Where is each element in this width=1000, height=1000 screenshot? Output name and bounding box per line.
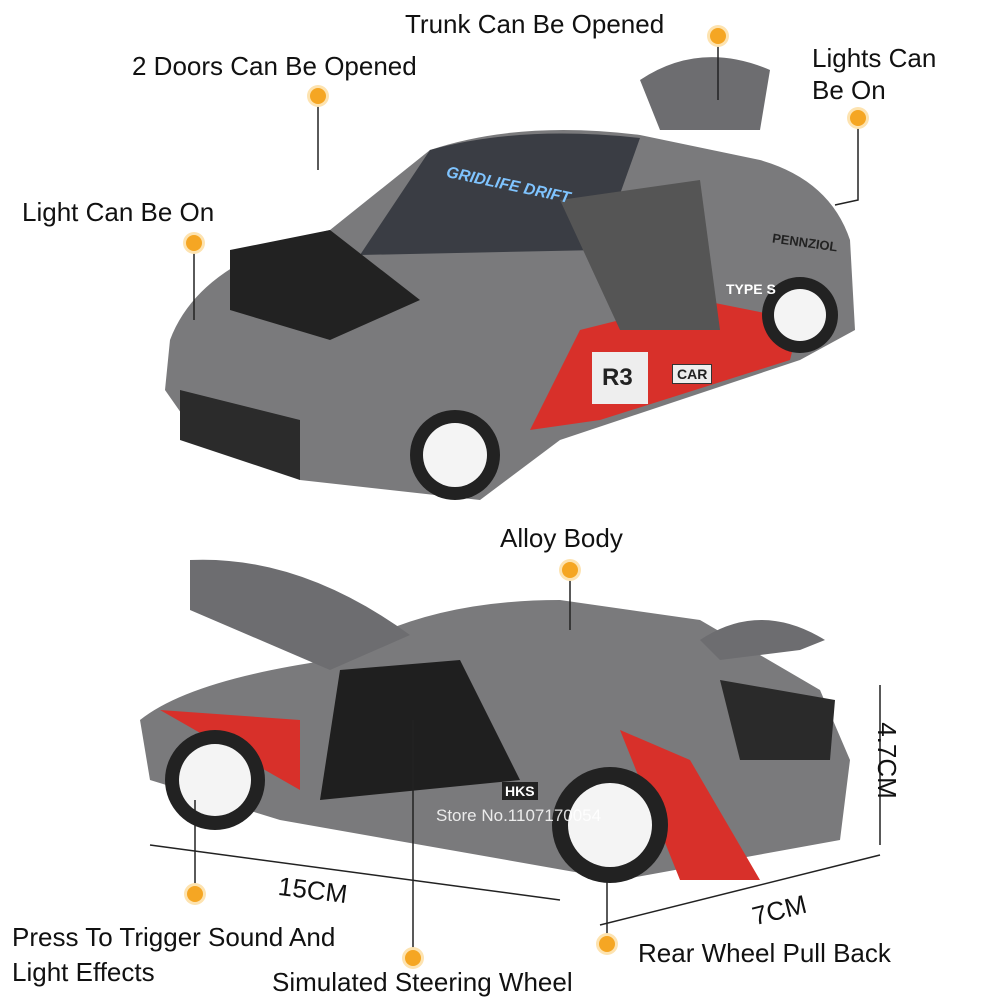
label-rear-lights: Lights Can Be On	[812, 43, 937, 105]
dot-steering	[405, 950, 421, 966]
dot-alloy	[562, 562, 578, 578]
label-alloy: Alloy Body	[500, 523, 623, 553]
dot-pullback	[599, 936, 615, 952]
decal-number: R3	[602, 364, 633, 391]
decal-car: CAR	[672, 364, 713, 384]
dot-front-light	[186, 235, 202, 251]
decal-types: TYPE S	[726, 281, 776, 297]
decal-hks: HKS	[502, 782, 538, 800]
label-steering: Simulated Steering Wheel	[272, 967, 573, 997]
label-sound: Press To Trigger Sound And Light Effects	[12, 922, 336, 987]
dot-doors	[310, 88, 326, 104]
dot-sound	[187, 886, 203, 902]
bottom-car-image	[140, 559, 850, 883]
watermark: Store No.1107170054	[436, 806, 602, 825]
dim-height: 4.7CM	[871, 722, 902, 799]
top-car-image	[165, 57, 855, 500]
label-trunk: Trunk Can Be Opened	[405, 9, 665, 39]
label-doors: 2 Doors Can Be Opened	[132, 51, 417, 81]
dot-rear-lights	[850, 110, 866, 126]
leader-lines	[149, 44, 881, 950]
label-pullback: Rear Wheel Pull Back	[638, 938, 891, 968]
dot-trunk	[710, 28, 726, 44]
label-front-light: Light Can Be On	[22, 197, 215, 227]
